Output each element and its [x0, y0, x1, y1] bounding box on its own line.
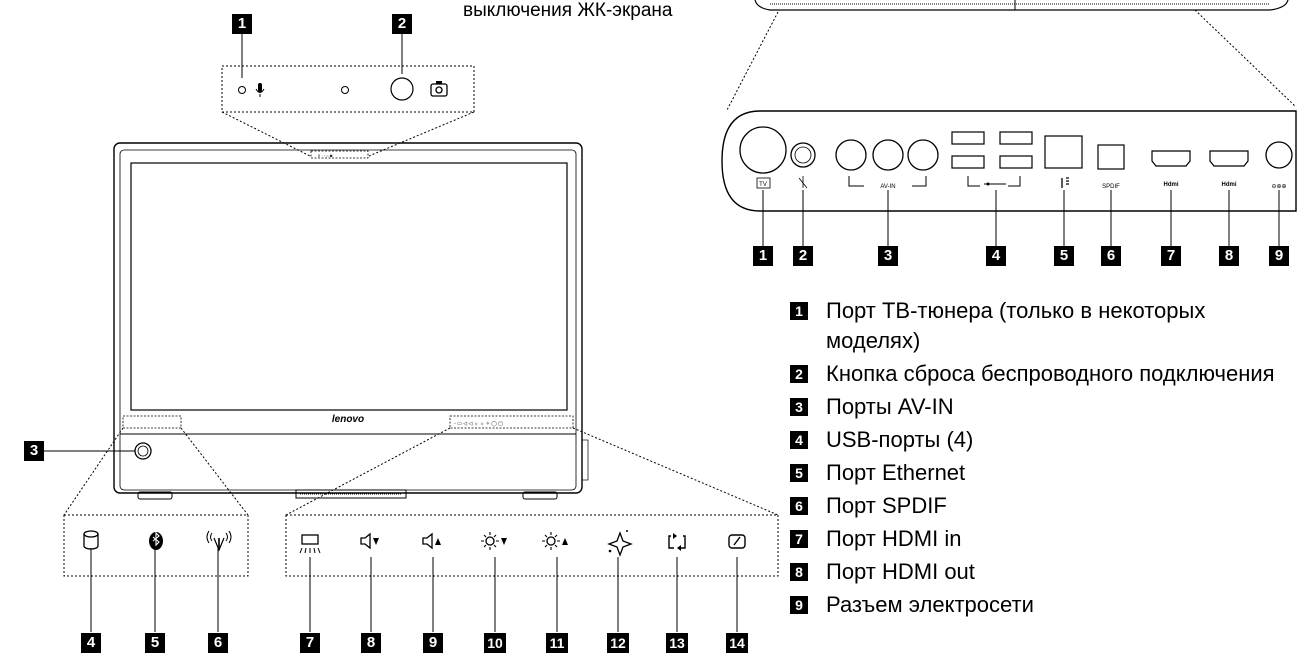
legend-number: 4: [790, 431, 808, 449]
left-zoom-panel: [63, 427, 249, 632]
legend-number: 3: [790, 398, 808, 416]
tv-port-label: TV: [759, 182, 767, 188]
front-callout-7: 7: [300, 633, 320, 653]
led-icon: [341, 86, 349, 94]
front-callout-13: 13: [666, 633, 688, 653]
camera-icon: [430, 81, 448, 97]
rear-callout-9: 9: [1269, 246, 1289, 266]
legend-number: 9: [790, 596, 808, 614]
rear-view: [721, 0, 1297, 246]
front-callout-6: 6: [208, 633, 228, 653]
legend-item: 4 USB-порты (4): [790, 425, 1300, 455]
front-callout-10: 10: [484, 633, 506, 653]
spdif-label: SPDIF: [1102, 184, 1120, 190]
rear-callout-4: 4: [986, 246, 1006, 266]
legend-item: 6 Порт SPDIF: [790, 491, 1300, 521]
front-callout-5: 5: [145, 633, 165, 653]
microphone-icon: [255, 83, 265, 97]
front-callout-1: 1: [232, 14, 252, 34]
rear-callout-6: 6: [1101, 246, 1121, 266]
hdmi-out-label: Hdmi: [1222, 182, 1237, 188]
rear-callout-7: 7: [1161, 246, 1181, 266]
legend-item: 9 Разъем электросети: [790, 590, 1300, 620]
camera-lens-icon: [390, 77, 414, 101]
legend-item: 1 Порт ТВ-тюнера (только в некоторых мод…: [790, 296, 1300, 356]
bluetooth-icon: [149, 531, 163, 550]
top-zoom-panel: [221, 34, 475, 157]
legend-text: Порт SPDIF: [826, 493, 947, 518]
power-jack-symbol: ⊖⊕⊕: [1271, 184, 1286, 190]
legend-text: Порт HDMI in: [826, 526, 962, 551]
svg-text:◦ ▭ ◁ ◁ ☼ ☼ ✧ ◯ ▢: ◦ ▭ ◁ ◁ ☼ ☼ ✧ ◯ ▢: [454, 421, 503, 427]
legend-item: 5 Порт Ethernet: [790, 458, 1300, 488]
av-in-label: AV-IN: [880, 184, 895, 190]
wireless-icon: [206, 530, 232, 552]
legend-item: 2 Кнопка сброса беспроводного подключени…: [790, 359, 1300, 389]
front-callout-9: 9: [423, 633, 443, 653]
monitor: II · ◦ ○ ◙ ◦ ▭ ◁ ◁ ☼ ☼ ✧ ◯ ▢: [113, 142, 589, 500]
legend-text: Порт Ethernet: [826, 460, 966, 485]
legend-number: 7: [790, 530, 808, 548]
legend-number: 8: [790, 563, 808, 581]
legend-item: 8 Порт HDMI out: [790, 557, 1300, 587]
legend-text: Порт ТВ-тюнера (только в некоторых модел…: [826, 298, 1206, 353]
legend-number: 5: [790, 464, 808, 482]
mode-icon: [728, 534, 746, 549]
legend-number: 2: [790, 365, 808, 383]
hdmi-in-label: Hdmi: [1164, 182, 1179, 188]
front-callout-8: 8: [361, 633, 381, 653]
volume-up-icon: [422, 532, 441, 550]
legend-text: Порты AV-IN: [826, 394, 954, 419]
brightness-down-icon: [481, 532, 507, 550]
front-callout-11: 11: [546, 633, 568, 653]
front-callout-4: 4: [81, 633, 101, 653]
rear-callout-2: 2: [793, 246, 813, 266]
port-legend: 1 Порт ТВ-тюнера (только в некоторых мод…: [790, 296, 1300, 623]
legend-number: 1: [790, 302, 808, 320]
svg-text:II · ◦ ○ ◙: II · ◦ ○ ◙: [318, 153, 333, 158]
legend-text: Разъем электросети: [826, 592, 1034, 617]
legend-number: 6: [790, 497, 808, 515]
led-icon: [238, 86, 246, 94]
display-off-icon: [299, 534, 321, 554]
legend-text: USB-порты (4): [826, 427, 974, 452]
effects-icon: [607, 530, 633, 557]
hdd-icon: [83, 530, 99, 550]
rear-callout-8: 8: [1219, 246, 1239, 266]
legend-text: Порт HDMI out: [826, 559, 975, 584]
brightness-up-icon: [542, 532, 568, 550]
top-caption: выключения ЖК-экрана: [463, 0, 673, 21]
rear-callout-5: 5: [1054, 246, 1074, 266]
legend-text: Кнопка сброса беспроводного подключения: [826, 361, 1275, 386]
legend-item: 7 Порт HDMI in: [790, 524, 1300, 554]
front-callout-14: 14: [726, 633, 748, 653]
brand-logo: lenovo: [332, 414, 364, 425]
front-callout-3: 3: [24, 441, 44, 461]
rear-callout-3: 3: [878, 246, 898, 266]
front-callout-12: 12: [607, 633, 629, 653]
volume-down-icon: [360, 532, 379, 550]
right-zoom-panel: [285, 427, 779, 632]
rotate-icon: [668, 533, 686, 551]
rear-callout-1: 1: [753, 246, 773, 266]
legend-item: 3 Порты AV-IN: [790, 392, 1300, 422]
front-callout-2: 2: [392, 14, 412, 34]
